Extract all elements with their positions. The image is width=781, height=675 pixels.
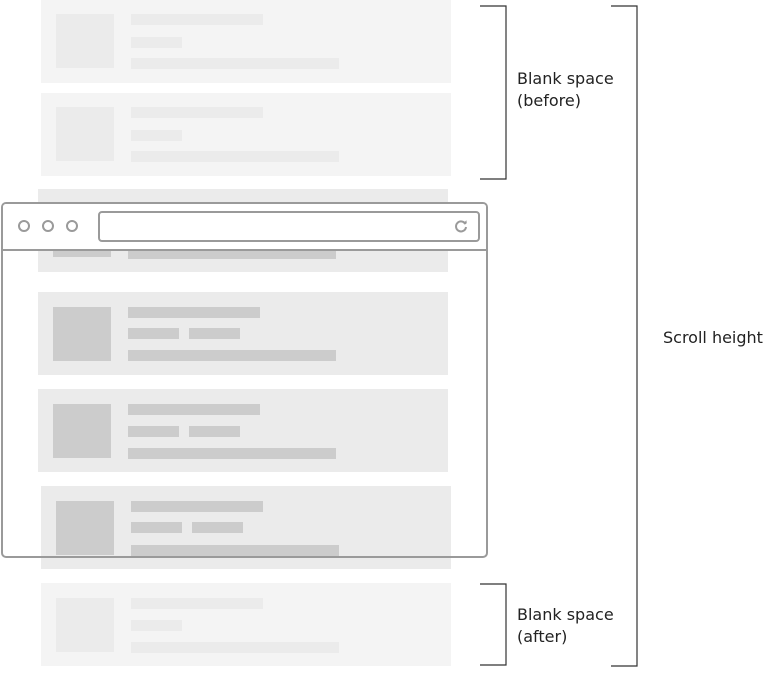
item-thumbnail xyxy=(56,501,114,555)
bracket-after xyxy=(480,583,507,666)
item-title-placeholder xyxy=(128,307,260,318)
list-item-visible-3 xyxy=(38,389,448,472)
label-blank-space-before-line1: Blank space xyxy=(517,69,614,88)
item-title-placeholder xyxy=(131,14,263,25)
item-text-placeholder xyxy=(131,58,339,69)
address-bar xyxy=(98,211,480,242)
item-meta-placeholder xyxy=(128,426,179,437)
item-title-placeholder xyxy=(131,107,263,118)
label-scroll-height: Scroll height xyxy=(663,328,763,347)
browser-window xyxy=(1,202,488,558)
item-thumbnail xyxy=(53,404,111,458)
reload-icon xyxy=(455,220,467,233)
list-item-faded-1 xyxy=(41,0,451,83)
list-item-visible-4 xyxy=(41,486,451,569)
bracket-before xyxy=(480,5,507,180)
browser-toolbar xyxy=(3,204,486,251)
item-title-placeholder xyxy=(128,404,260,415)
item-meta-placeholder-2 xyxy=(189,328,240,339)
item-meta-placeholder-2 xyxy=(189,426,240,437)
item-text-placeholder xyxy=(128,448,336,459)
item-thumbnail xyxy=(53,307,111,361)
item-text-placeholder xyxy=(128,248,336,259)
item-meta-placeholder-2 xyxy=(192,522,243,533)
item-text-placeholder xyxy=(131,545,339,556)
item-title-placeholder xyxy=(131,598,263,609)
item-meta-placeholder xyxy=(131,37,182,48)
label-blank-space-after-line2: (after) xyxy=(517,627,568,646)
item-text-placeholder xyxy=(131,642,339,653)
window-maximize-circle-icon xyxy=(66,220,78,232)
item-meta-placeholder xyxy=(128,328,179,339)
item-meta-placeholder xyxy=(131,522,182,533)
item-text-placeholder xyxy=(131,151,339,162)
item-thumbnail xyxy=(56,107,114,161)
item-text-placeholder xyxy=(128,350,336,361)
bracket-scroll-height xyxy=(611,5,638,667)
list-item-visible-2 xyxy=(38,292,448,375)
label-blank-space-before-line2: (before) xyxy=(517,91,581,110)
item-meta-placeholder xyxy=(131,130,182,141)
item-meta-placeholder xyxy=(131,620,182,631)
window-close-circle-icon xyxy=(18,220,30,232)
list-item-faded-2 xyxy=(41,93,451,176)
window-minimize-circle-icon xyxy=(42,220,54,232)
item-title-placeholder xyxy=(131,501,263,512)
item-thumbnail xyxy=(56,14,114,68)
list-item-faded-3 xyxy=(41,583,451,666)
label-blank-space-after-line1: Blank space xyxy=(517,605,614,624)
item-thumbnail xyxy=(56,598,114,652)
